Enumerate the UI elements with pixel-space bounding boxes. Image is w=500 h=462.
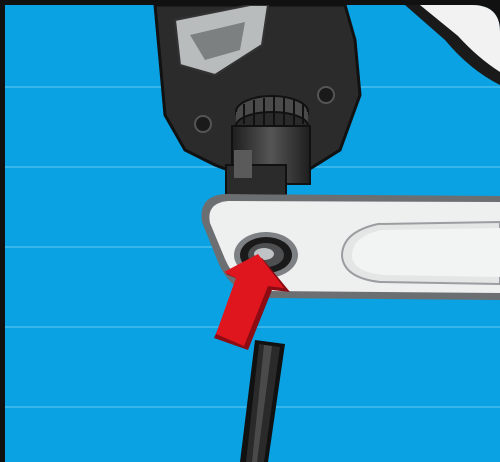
pedal-spindle	[226, 126, 310, 195]
